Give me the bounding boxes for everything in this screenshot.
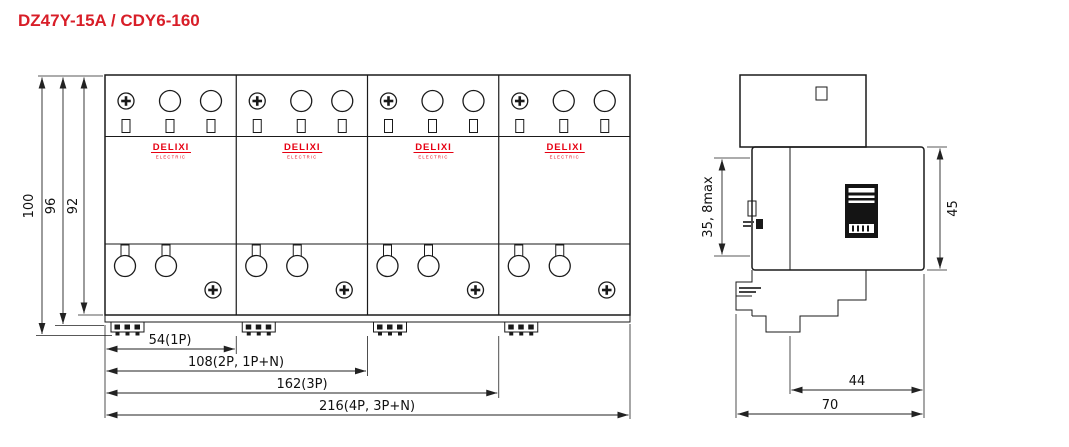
dim-height-96: 96 bbox=[44, 77, 104, 326]
clip-screw bbox=[747, 200, 757, 217]
dim-label-162-3p: 162(3P) bbox=[276, 377, 327, 392]
dim-width-54: 54(1P) bbox=[104, 325, 237, 418]
annotation-mark bbox=[743, 225, 751, 227]
foot-profile bbox=[752, 270, 867, 333]
dim-width-108: 108(2P, 1P+N) bbox=[106, 336, 368, 376]
dim-label-35-8max: 35, 8max bbox=[701, 176, 716, 238]
din-rail-mark bbox=[756, 219, 763, 229]
annotation-mark bbox=[739, 287, 761, 289]
module-pole-1 bbox=[111, 91, 222, 336]
module-pole-2 bbox=[242, 91, 353, 336]
dim-label-92: 92 bbox=[66, 198, 81, 215]
dim-label-54-1p: 54(1P) bbox=[149, 333, 192, 348]
barcode-bar bbox=[867, 225, 869, 232]
annotation-mark bbox=[743, 221, 754, 223]
dim-label-96: 96 bbox=[44, 198, 59, 215]
label-barcode-area bbox=[849, 224, 874, 233]
label-stripe bbox=[848, 195, 875, 198]
rail-annotation-upper bbox=[743, 219, 763, 229]
dim-depth-70: 70 bbox=[735, 314, 923, 418]
side-view: 35, 8max 45 44 70 bbox=[701, 74, 961, 418]
dim-height-45: 45 bbox=[927, 146, 961, 271]
dim-height-100: 100 bbox=[22, 75, 112, 336]
terminal-screw-hole bbox=[815, 86, 828, 101]
dim-depth-44: 44 bbox=[789, 274, 925, 418]
top-cover bbox=[739, 74, 867, 148]
rail-annotation-lower bbox=[739, 287, 761, 293]
product-label bbox=[845, 184, 878, 238]
dim-label-100: 100 bbox=[22, 194, 37, 219]
barcode-bar bbox=[862, 225, 864, 232]
barcode-bar bbox=[852, 225, 854, 232]
label-stripe bbox=[848, 200, 875, 203]
barcode-bar bbox=[857, 225, 859, 232]
module-pole-3 bbox=[374, 91, 485, 336]
dim-label-70: 70 bbox=[822, 398, 839, 413]
body-outline bbox=[751, 146, 925, 271]
dim-label-44: 44 bbox=[849, 374, 866, 389]
annotation-mark bbox=[739, 291, 756, 293]
din-rail-strip bbox=[104, 314, 631, 323]
dim-depth-35-8max: 35, 8max bbox=[701, 157, 750, 257]
label-stripe bbox=[848, 188, 875, 193]
dim-width-162: 162(3P) bbox=[106, 336, 500, 398]
dim-width-216: 216(4P, 3P+N) bbox=[106, 324, 631, 419]
dim-label-45: 45 bbox=[946, 200, 961, 217]
dim-label-108-2p: 108(2P, 1P+N) bbox=[188, 355, 284, 370]
front-view: 100 96 92 54(1P) 108(2P, 1P+N) 162(3P bbox=[22, 74, 631, 419]
bottom-profile bbox=[735, 270, 867, 333]
dim-height-92: 92 bbox=[66, 77, 103, 316]
drawing-title: DZ47Y-15A / CDY6-160 bbox=[18, 11, 200, 30]
dim-label-216-4p: 216(4P, 3P+N) bbox=[319, 399, 415, 414]
module-pole-4 bbox=[505, 91, 616, 336]
